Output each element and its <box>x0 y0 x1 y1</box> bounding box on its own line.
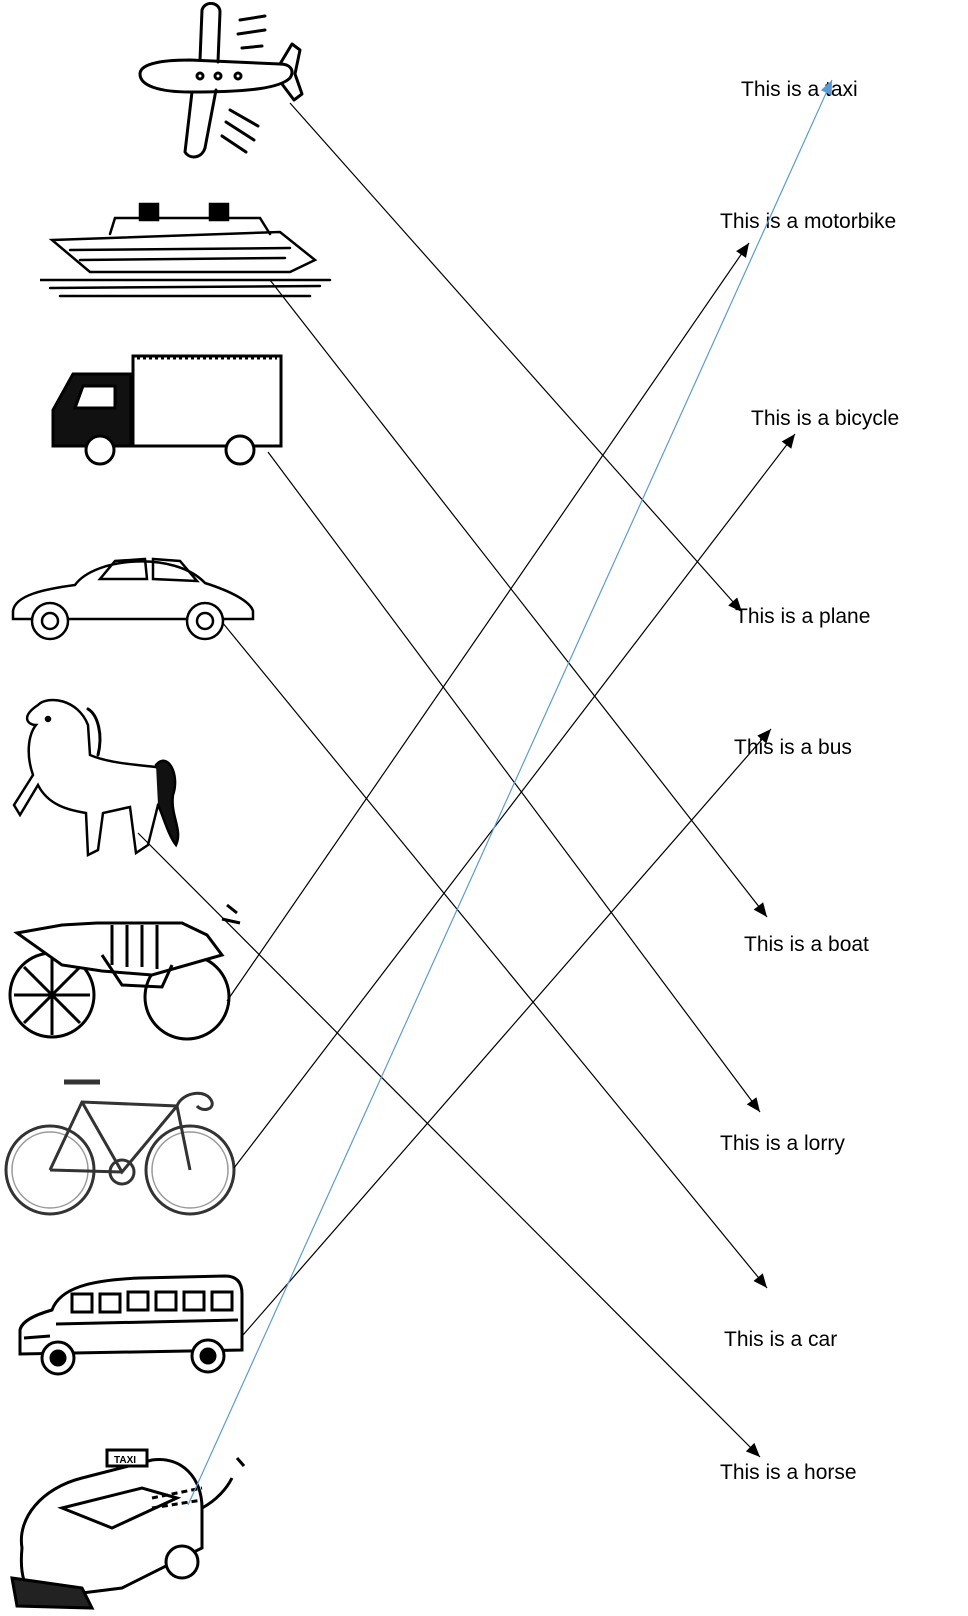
connection-line-bus <box>242 728 772 1336</box>
taxi-icon: TAXI <box>10 1448 246 1610</box>
label-horse: This is a horse <box>720 1461 857 1484</box>
plane-icon <box>138 2 304 159</box>
lorry-icon <box>51 354 283 466</box>
car-icon <box>11 557 255 641</box>
bus-icon <box>18 1274 244 1376</box>
motorbike-icon <box>8 903 241 1041</box>
connection-line-plane <box>289 102 743 613</box>
arrowhead-bicycle <box>781 434 795 449</box>
label-lorry: This is a lorry <box>720 1132 845 1155</box>
arrowhead-motorbike <box>736 243 749 258</box>
connection-line-boat <box>269 279 768 918</box>
connection-line-car <box>221 621 768 1289</box>
arrowhead-car <box>753 1273 767 1288</box>
label-bus: This is a bus <box>734 736 852 759</box>
arrowhead-plane <box>728 597 742 612</box>
taxi-sign-text: TAXI <box>114 1455 136 1466</box>
arrowhead-horse <box>745 1442 760 1457</box>
connection-line-taxi <box>187 79 833 1506</box>
arrowhead-bus <box>757 729 771 744</box>
connection-line-motorbike <box>226 242 750 1002</box>
connection-line-lorry <box>267 451 761 1113</box>
label-car: This is a car <box>724 1328 838 1351</box>
horse-icon <box>12 698 180 857</box>
label-motorbike: This is a motorbike <box>720 210 897 233</box>
label-boat: This is a boat <box>744 933 869 956</box>
connection-line-horse <box>137 832 761 1458</box>
connection-line-bicycle <box>233 433 796 1169</box>
boat-icon <box>40 202 332 298</box>
label-plane: This is a plane <box>735 605 871 628</box>
label-bicycle: This is a bicycle <box>751 407 900 430</box>
arrowhead-boat <box>753 902 767 917</box>
bicycle-icon <box>4 1079 236 1216</box>
arrowhead-lorry <box>746 1097 760 1112</box>
arrowhead-taxi <box>820 80 832 96</box>
